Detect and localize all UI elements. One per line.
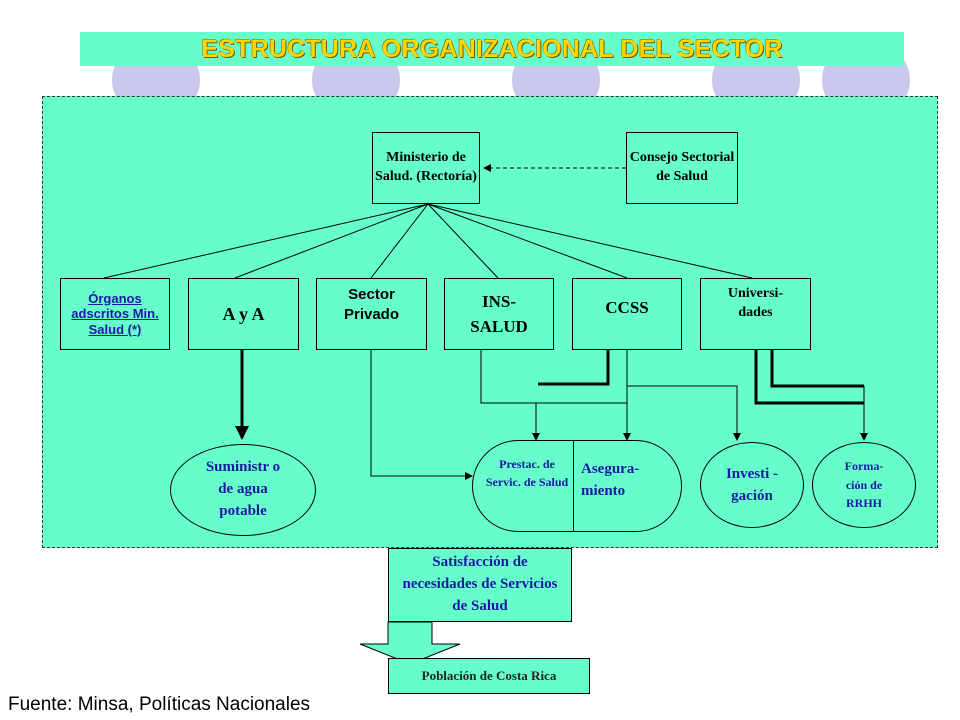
node-consejo-label: Consejo Sectorial de Salud [629,150,735,184]
source-footer: Fuente: Minsa, Políticas Nacionales [8,694,311,715]
node-asegura-label: Asegura- miento [581,461,640,499]
node-poblacion: Población de Costa Rica [388,658,590,694]
node-ccss: CCSS [572,278,682,350]
node-suministro: Suministr o de agua potable [170,444,316,536]
node-aya-label: A y A [222,303,265,324]
node-organos-label: Órganos adscritos Min. Salud (*) [71,290,159,337]
pill-divider [573,441,574,531]
title-bar: ESTRUCTURA ORGANIZACIONAL DEL SECTOR [80,32,904,66]
node-satisfaccion: Satisfacción de necesidades de Servicios… [388,548,572,622]
node-ccss-label: CCSS [605,298,649,317]
node-ministerio-label: Ministerio de Salud. (Rectoría) [375,150,477,184]
node-sector-privado-label: Sector Privado [343,286,400,324]
node-sector-privado: Sector Privado [316,278,427,350]
node-servicios-pill: Prestac. de Servic. de Salud Asegura- mi… [472,440,682,532]
node-ministerio: Ministerio de Salud. (Rectoría) [372,132,480,204]
node-suministro-label: Suministr o de agua potable [205,459,281,519]
node-ins: INS- SALUD [444,278,554,350]
node-formacion: Forma- ción de RRHH [812,442,916,528]
node-organos: Órganos adscritos Min. Salud (*) [60,278,170,350]
node-poblacion-label: Población de Costa Rica [421,668,557,684]
node-ins-label: INS- SALUD [470,291,528,337]
node-investigacion-label: Investi -gación [725,465,779,505]
node-consejo: Consejo Sectorial de Salud [626,132,738,204]
node-satisfaccion-label: Satisfacción de necesidades de Servicios… [402,554,558,614]
node-universidades: Universi- dades [700,278,811,350]
node-aya: A y A [188,278,299,350]
node-formacion-label: Forma- ción de RRHH [844,459,884,511]
node-prestac-label: Prestac. de Servic. de Salud [485,457,569,489]
node-investigacion: Investi -gación [700,442,804,528]
node-universidades-label: Universi- dades [727,286,784,320]
page-title: ESTRUCTURA ORGANIZACIONAL DEL SECTOR [201,34,783,63]
